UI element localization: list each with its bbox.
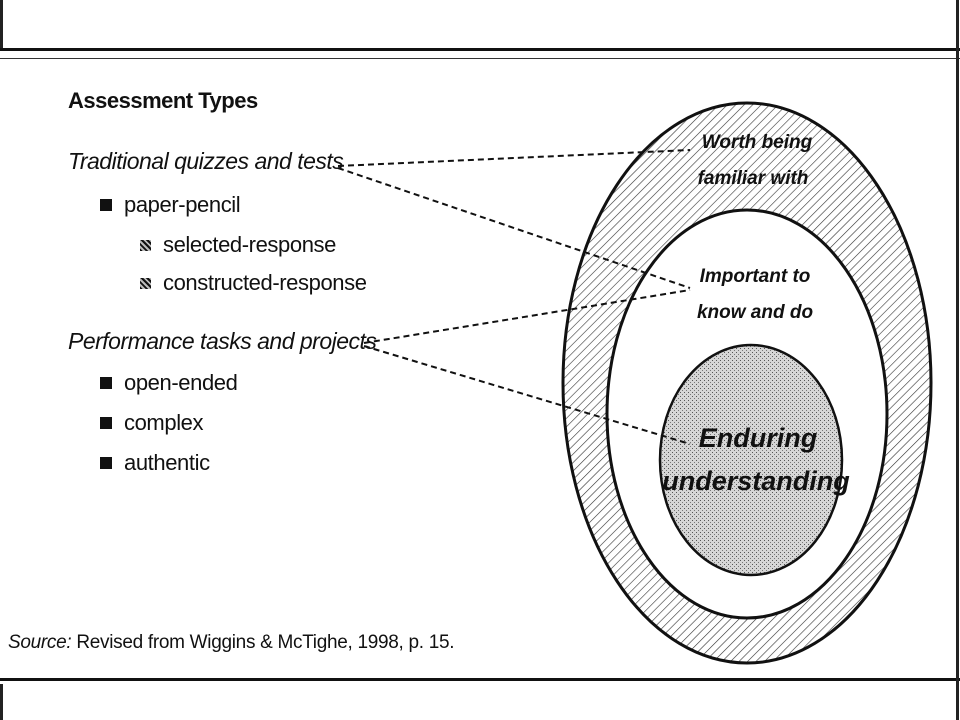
list-item-paper-pencil: paper-pencil: [100, 192, 241, 218]
list-item-label: authentic: [124, 450, 210, 475]
frame-left-top: [0, 0, 3, 48]
frame-left-bottom: [0, 684, 3, 720]
square-bullet-icon: [100, 377, 112, 389]
list-item-selected-response: selected-response: [140, 232, 336, 258]
connector-performance-middle: [363, 289, 691, 344]
connector-performance-inner: [363, 345, 691, 445]
square-bullet-icon: [100, 199, 112, 211]
list-item-open-ended: open-ended: [100, 370, 238, 396]
list-item-label: paper-pencil: [124, 192, 241, 217]
list-item-label: selected-response: [163, 232, 336, 257]
outer-zone-label-2: familiar with: [698, 168, 809, 189]
middle-zone-label-2: know and do: [697, 302, 813, 323]
category-traditional: Traditional quizzes and tests: [68, 148, 344, 174]
top-rule: [0, 48, 960, 51]
list-item-constructed-response: constructed-response: [140, 270, 367, 296]
bottom-rule: [0, 678, 960, 681]
source-text: Revised from Wiggins & McTighe, 1998, p.…: [71, 632, 455, 653]
square-bullet-icon: [100, 417, 112, 429]
inner-zone-label-1: Enduring: [699, 423, 818, 453]
connector-traditional-outer: [337, 149, 691, 167]
middle-zone-label-1: Important to: [700, 266, 811, 287]
frame-right: [956, 0, 959, 720]
inner-zone-label-2: understanding: [662, 466, 850, 496]
list-item-authentic: authentic: [100, 450, 210, 476]
category-performance: Performance tasks and projects: [68, 328, 377, 354]
list-item-label: constructed-response: [163, 270, 367, 295]
list-item-label: open-ended: [124, 370, 238, 395]
inner-zone: [658, 343, 844, 577]
outer-zone-label-1: Worth being: [702, 132, 813, 153]
source-citation: Source: Revised from Wiggins & McTighe, …: [8, 632, 455, 654]
connector-traditional-middle: [337, 167, 691, 289]
shaded-square-bullet-icon: [140, 239, 151, 251]
top-rule-thin: [0, 58, 960, 59]
assessment-types-heading: Assessment Types: [68, 88, 258, 113]
list-item-label: complex: [124, 410, 204, 435]
list-item-complex: complex: [100, 410, 204, 436]
shaded-square-bullet-icon: [140, 277, 151, 289]
source-lead: Source:: [8, 632, 72, 653]
square-bullet-icon: [100, 457, 112, 469]
